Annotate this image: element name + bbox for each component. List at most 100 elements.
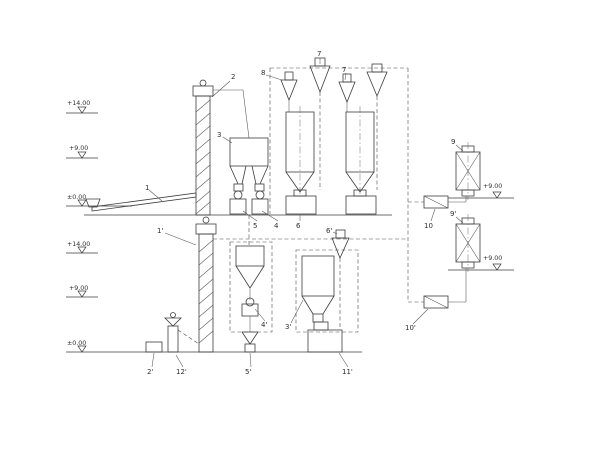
machine-body	[345, 195, 377, 215]
label-elevator-1-prime: 1'	[157, 227, 163, 235]
machine-wheel-icon	[233, 190, 243, 200]
label-equipment-9: 9	[451, 138, 455, 146]
elevator-pulley-icon	[199, 79, 207, 87]
elevation-label: +9.00	[69, 285, 88, 292]
machine-body	[251, 198, 269, 215]
storage-bin-4	[285, 106, 317, 215]
label-bin-3-prime: 3'	[285, 323, 291, 331]
elevation-triangle-icon	[492, 263, 502, 271]
elevator-hatching	[198, 239, 214, 344]
label-cyclone-7b: 7	[342, 66, 346, 74]
aspiration-ducting	[213, 67, 424, 303]
elevation-markers-left: +14.00 +9.00 ±0.00 +14.00 +9.00 ±0.00	[66, 100, 132, 353]
cyclone-cone	[331, 237, 350, 260]
elevation-label: +9.00	[483, 183, 502, 190]
cyclone-cone	[366, 71, 388, 98]
elevation-marker: ±0.00	[67, 340, 87, 353]
label-cyclone-8: 8	[261, 69, 265, 77]
elevation-triangle-icon	[77, 106, 87, 114]
elevation-triangle-icon	[77, 151, 87, 159]
cyclone-cone	[338, 81, 356, 104]
bin-outlet	[233, 183, 244, 192]
label-equipment-9-prime: 9'	[450, 210, 456, 218]
cyclone-vent	[284, 71, 294, 81]
elevation-marker: +9.00	[483, 183, 502, 199]
pulley-icon	[170, 312, 176, 318]
cyclone-cone	[280, 79, 298, 102]
elevation-label: +14.00	[67, 241, 90, 248]
fan-10	[423, 195, 467, 209]
elevation-triangle-icon	[492, 191, 502, 199]
elevation-marker: +9.00	[483, 255, 502, 271]
discharge-box	[244, 343, 256, 353]
label-hopper-5-prime: 5'	[245, 368, 251, 376]
cyclone-aux	[366, 63, 388, 190]
bin-3-prime-group	[295, 249, 359, 353]
label-cyclone-6-prime: 6'	[326, 227, 332, 235]
bin-outlet	[254, 183, 265, 192]
discharge-pipe	[242, 89, 250, 139]
label-machine-6: 6	[296, 222, 301, 230]
label-conveyor-1: 1	[145, 184, 149, 192]
cyclone-6-prime	[331, 229, 350, 330]
bucket-elevator-2	[192, 79, 214, 216]
cyclone-8	[280, 71, 298, 112]
cyclone-vent	[335, 229, 346, 239]
elevation-triangle-icon	[77, 290, 87, 298]
equipment-labels: 1 2 3 5 4 6 7 7 8 9 9' 10 10' 1' 2' 12' …	[145, 50, 456, 376]
storage-bin-6	[345, 106, 377, 215]
elevation-label: +9.00	[483, 255, 502, 262]
machine-body	[229, 198, 247, 215]
elevation-triangle-icon	[77, 345, 87, 353]
label-equipment-2-prime: 2'	[147, 368, 153, 376]
elevator-pulley-icon	[202, 216, 210, 224]
elevation-marker: +9.00	[66, 145, 98, 159]
rotary-valve	[312, 313, 324, 323]
bin-body	[235, 245, 265, 267]
elevation-label: +9.00	[69, 145, 88, 152]
machine-wheel-icon	[245, 297, 255, 307]
label-fan-10: 10	[424, 222, 433, 230]
leader-lines	[148, 58, 464, 368]
airlock-9-prime	[455, 214, 481, 272]
cyclone-7a	[309, 57, 331, 190]
packing-machines	[229, 190, 269, 215]
enclosure-outline	[295, 249, 359, 333]
elevation-marker: +9.00	[66, 285, 98, 298]
label-bin-3: 3	[217, 131, 221, 139]
bin-body	[229, 137, 269, 167]
bin-3	[229, 137, 269, 192]
elevation-label: +14.00	[67, 100, 90, 107]
label-elevator-2: 2	[231, 73, 235, 81]
conveyor-inlet-hopper	[85, 198, 101, 208]
label-fan-10-prime: 10'	[405, 324, 416, 332]
elevation-triangle-icon	[77, 199, 87, 207]
cyclone-7b	[338, 73, 356, 112]
inclined-conveyor-1	[85, 192, 197, 212]
elevator-shaft	[198, 233, 214, 353]
feeder-2-prime	[145, 341, 163, 353]
label-machine-5: 5	[253, 222, 257, 230]
elevator-head	[192, 85, 214, 97]
elevation-label: ±0.00	[67, 340, 86, 347]
elevation-triangle-icon	[77, 246, 87, 254]
label-equipment-12-prime: 12'	[176, 368, 187, 376]
machine-wheel-icon	[255, 190, 265, 200]
label-machine-11-prime: 11'	[342, 368, 353, 376]
bucket-elevator-1-prime	[195, 216, 217, 353]
label-machine-4: 4	[274, 222, 279, 230]
airlock-9	[455, 142, 481, 200]
elevator-head	[195, 223, 217, 235]
receiver-bin-group	[229, 241, 273, 353]
elevation-marker: ±0.00	[66, 194, 132, 207]
bin-body	[301, 255, 335, 297]
fan-10-prime	[423, 268, 467, 309]
elevation-marker: +14.00	[66, 241, 98, 254]
cyclone-vent	[342, 73, 352, 83]
cyclone-cone	[309, 65, 331, 94]
conveyor-body	[91, 192, 197, 212]
label-cyclone-7a: 7	[317, 50, 321, 58]
label-machine-4-prime: 4'	[261, 321, 267, 329]
